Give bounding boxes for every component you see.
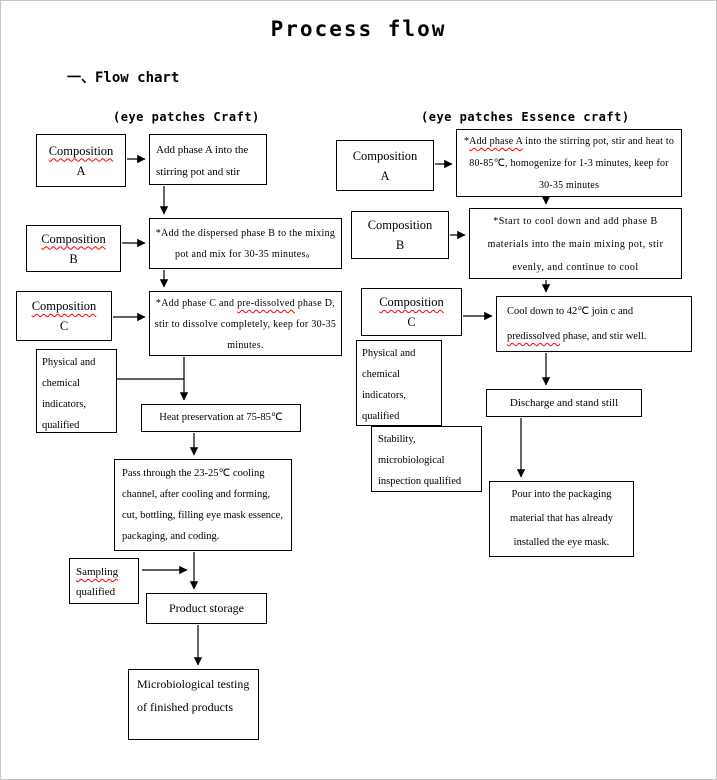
right-cool-add-b-text: *Start to cool down and add phase B mate…	[487, 216, 664, 273]
composition-word: Composition	[41, 229, 106, 249]
right-add-phase-a-star: *	[463, 136, 470, 147]
left-add-phase-a-text: Add phase A into the stirring pot and st…	[156, 144, 249, 178]
right-discharge-text: Discharge and stand still	[509, 397, 619, 409]
left-phase-c-text-post: phase D, stir to dissolve completely, ke…	[154, 298, 337, 351]
right-composition-a-letter: A	[380, 168, 390, 183]
left-heat-preservation-text: Heat preservation at 75-85℃	[159, 412, 283, 423]
right-cool-add-b-box: *Start to cool down and add phase B mate…	[469, 208, 682, 279]
right-composition-b-letter: B	[395, 238, 405, 252]
left-composition-a-word: Composition	[48, 143, 114, 158]
left-cooling-channel-box: Pass through the 23-25℃ cooling channel,…	[114, 459, 292, 551]
left-product-storage-box: Product storage	[146, 593, 267, 624]
left-composition-b-letter: B	[69, 251, 78, 266]
left-phase-c-box: *Add phase C and pre-dissolved phase D, …	[149, 291, 342, 356]
left-phase-c-predissolved: pre-dissolved	[237, 298, 295, 309]
right-composition-a-word: Composition	[352, 148, 418, 163]
right-stability-box: Stability, microbiological inspection qu…	[371, 426, 482, 492]
composition-word: Composition	[353, 146, 418, 166]
composition-word: Composition	[379, 292, 444, 312]
left-composition-b-box: Composition B	[26, 225, 121, 272]
right-discharge-box: Discharge and stand still	[486, 389, 642, 417]
composition-word: Composition	[32, 296, 97, 316]
right-pour-packaging-box: Pour into the packaging material that ha…	[489, 481, 634, 557]
right-physical-indicators-box: Physical and chemical indicators, qualif…	[356, 340, 442, 426]
right-composition-c-word: Composition	[379, 295, 444, 309]
left-disperse-b-text: *Add the dispersed phase B to the mixing…	[155, 228, 336, 260]
left-composition-b-word: Composition	[41, 231, 106, 246]
left-microbiological-testing-text: Microbiological testing of finished prod…	[137, 677, 250, 714]
right-composition-b-box: Composition B	[351, 211, 449, 259]
left-physical-indicators-box: Physical and chemical indicators, qualif…	[36, 349, 117, 433]
composition-word: Composition	[368, 215, 433, 235]
right-stability-text: Stability, microbiological inspection qu…	[378, 434, 462, 487]
right-pour-packaging-text: Pour into the packaging material that ha…	[510, 489, 613, 548]
right-cool-42-text-post: phase, and stir well.	[560, 331, 647, 342]
left-phase-c-text-pre: *Add phase C and	[155, 298, 238, 309]
right-cool-42-predissolved: predissolved	[507, 331, 561, 342]
right-column-header: (eye patches Essence craft)	[421, 110, 630, 124]
left-column-header: (eye patches Craft)	[113, 110, 260, 124]
right-composition-a-box: Composition A	[336, 140, 434, 191]
left-composition-a-letter: A	[76, 163, 86, 178]
left-cooling-channel-text: Pass through the 23-25℃ cooling channel,…	[122, 468, 283, 542]
right-physical-indicators-text: Physical and chemical indicators, qualif…	[362, 348, 416, 422]
page-title: Process flow	[270, 17, 447, 41]
right-cool-42-text-pre: Cool down to 42℃ join c and	[507, 306, 634, 317]
left-sampling-qualified-box: Sampling qualified	[69, 558, 139, 604]
left-sampling-rest: qualified	[76, 586, 116, 598]
left-microbiological-testing-box: Microbiological testing of finished prod…	[128, 669, 259, 740]
right-composition-c-box: Composition C	[361, 288, 462, 336]
right-cool-42-box: Cool down to 42℃ join c and predissolved…	[496, 296, 692, 352]
left-sampling-word: Sampling	[76, 566, 119, 578]
right-add-phase-a-box: *Add phase A into the stirring pot, stir…	[456, 129, 682, 197]
left-add-phase-a-box: Add phase A into the stirring pot and st…	[149, 134, 267, 185]
right-add-phase-a-word: Add phase A	[469, 136, 523, 147]
left-composition-a-box: Composition A	[36, 134, 126, 187]
right-add-phase-a-rest: into the stirring pot, stir and heat to …	[469, 136, 675, 191]
left-composition-c-box: Composition C	[16, 291, 112, 341]
left-composition-c-letter: C	[59, 319, 69, 333]
left-disperse-b-box: *Add the dispersed phase B to the mixing…	[149, 218, 342, 269]
right-composition-c-letter: C	[407, 315, 416, 329]
left-heat-preservation-box: Heat preservation at 75-85℃	[141, 404, 301, 432]
left-composition-c-word: Composition	[31, 299, 97, 313]
right-composition-b-word: Composition	[367, 218, 433, 232]
section-heading: 一、Flow chart	[67, 70, 180, 86]
composition-word: Composition	[49, 141, 114, 161]
left-physical-indicators-text: Physical and chemical indicators, qualif…	[42, 357, 96, 431]
left-product-storage-text: Product storage	[169, 601, 244, 615]
